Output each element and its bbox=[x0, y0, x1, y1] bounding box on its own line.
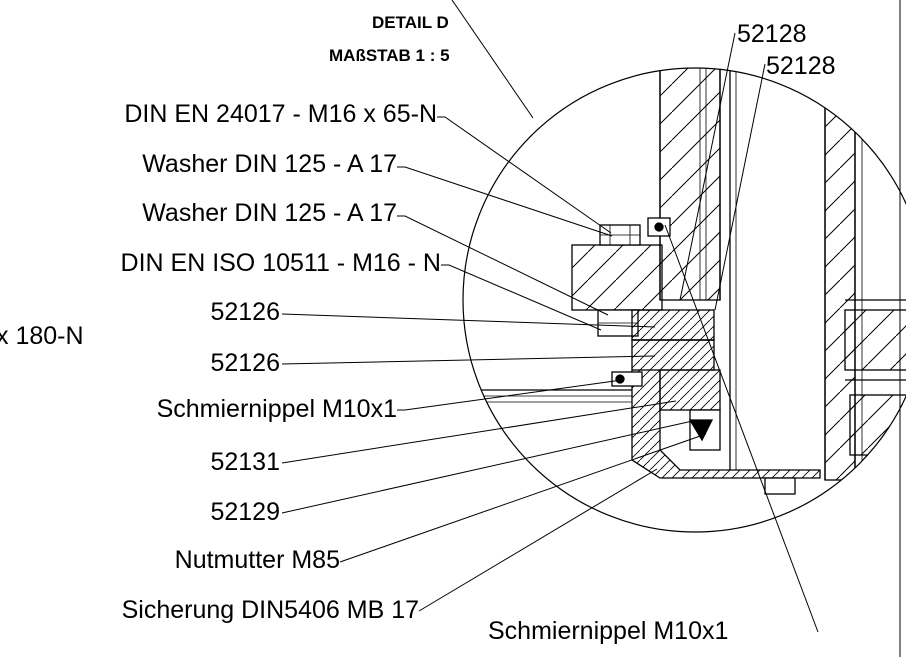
label-grease-nipple-left: Schmiernippel M10x1 bbox=[156, 395, 397, 423]
detail-scale: MAßSTAB 1 : 5 bbox=[329, 46, 450, 65]
label-52131: 52131 bbox=[210, 448, 280, 476]
label-52128-b: 52128 bbox=[766, 52, 836, 80]
label-52126-b: 52126 bbox=[210, 349, 280, 377]
label-bolt: DIN EN 24017 - M16 x 65-N bbox=[124, 100, 437, 128]
label-52126-a: 52126 bbox=[210, 298, 280, 326]
mechanical-section bbox=[463, 68, 906, 495]
label-52129: 52129 bbox=[210, 498, 280, 526]
label-52128-a: 52128 bbox=[737, 20, 807, 48]
label-washer-1: Washer DIN 125 - A 17 bbox=[142, 150, 397, 178]
label-partial-left: x 180-N bbox=[0, 322, 84, 350]
detail-leader bbox=[451, 0, 534, 119]
label-washer-2: Washer DIN 125 - A 17 bbox=[142, 199, 397, 227]
detail-title: DETAIL D bbox=[372, 13, 449, 32]
label-nut: DIN EN ISO 10511 - M16 - N bbox=[120, 249, 441, 277]
leader-lines bbox=[281, 32, 819, 633]
label-slotted-nut: Nutmutter M85 bbox=[174, 546, 340, 574]
label-lock-washer: Sicherung DIN5406 MB 17 bbox=[121, 596, 419, 624]
label-grease-nipple-bottom: Schmiernippel M10x1 bbox=[488, 617, 729, 645]
